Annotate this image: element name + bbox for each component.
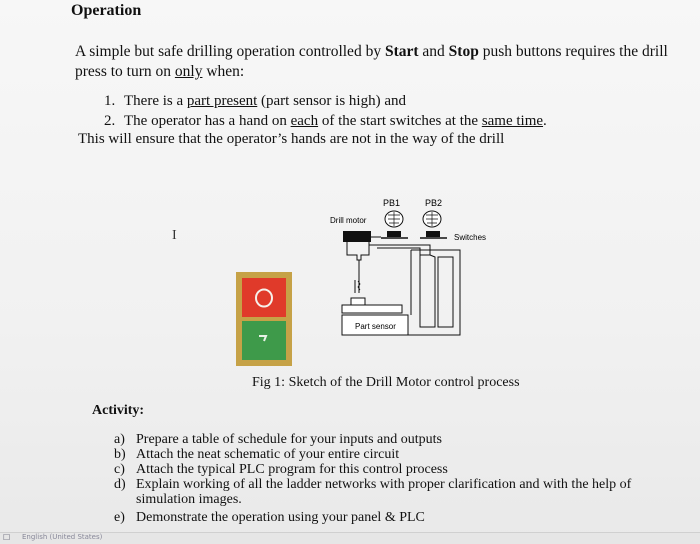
- stop-symbol-icon: [255, 288, 273, 308]
- drill-column: [346, 242, 370, 261]
- switches-label: Switches: [454, 233, 486, 242]
- start-symbol-icon: [259, 335, 268, 342]
- part-sensor-box: [341, 314, 409, 336]
- safety-note: This will ensure that the operator’s han…: [78, 131, 505, 147]
- condition-item: 1.There is a part present (part sensor i…: [104, 93, 406, 109]
- activity-item: c)Attach the typical PLC program for thi…: [114, 462, 448, 477]
- intro-text: when:: [202, 63, 245, 80]
- intro-paragraph: A simple but safe drilling operation con…: [75, 42, 685, 82]
- part-sensor-label: Part sensor: [355, 322, 396, 331]
- stop-keyword: Stop: [448, 43, 479, 60]
- pb2-switch: [426, 231, 440, 237]
- workpiece: [350, 297, 366, 306]
- page-heading: Operation: [71, 2, 142, 19]
- activity-item: b)Attach the neat schematic of your enti…: [114, 447, 400, 462]
- drill-motor-head: [343, 231, 371, 242]
- activity-title: Activity:: [92, 403, 145, 418]
- condition-item: 2.The operator has a hand on each of the…: [104, 113, 547, 129]
- only-keyword: only: [174, 63, 203, 80]
- language-indicator[interactable]: English (United States): [22, 533, 103, 541]
- activity-item: e)Demonstrate the operation using your p…: [114, 510, 425, 525]
- push-button-panel: [236, 272, 292, 366]
- start-keyword: Start: [384, 43, 419, 60]
- pb2-label: PB2: [425, 198, 442, 208]
- hand-icon: [384, 210, 404, 228]
- activity-item: a)Prepare a table of schedule for your i…: [114, 432, 442, 447]
- figure-caption: Fig 1: Sketch of the Drill Motor control…: [252, 375, 520, 390]
- pb1-label: PB1: [383, 198, 400, 208]
- text-cursor-icon: I: [172, 228, 177, 243]
- activity-item: d)Explain working of all the ladder netw…: [114, 477, 632, 507]
- drill-bit: [357, 280, 361, 291]
- intro-text: push buttons requires the drill press to…: [75, 43, 668, 80]
- drill-process-sketch: PB1 PB2 Drill motor Switches: [330, 198, 486, 336]
- start-push-button: [242, 321, 286, 360]
- proofing-icon[interactable]: ☐: [3, 533, 11, 542]
- intro-text: and: [418, 43, 449, 60]
- intro-text: A simple but safe drilling operation con…: [75, 43, 385, 60]
- pb1-switch: [387, 231, 401, 237]
- hand-icon: [422, 210, 442, 228]
- status-bar: ☐ English (United States): [0, 532, 700, 544]
- drill-motor-label: Drill motor: [330, 216, 367, 225]
- stop-push-button: [242, 278, 286, 317]
- drill-table: [341, 304, 403, 314]
